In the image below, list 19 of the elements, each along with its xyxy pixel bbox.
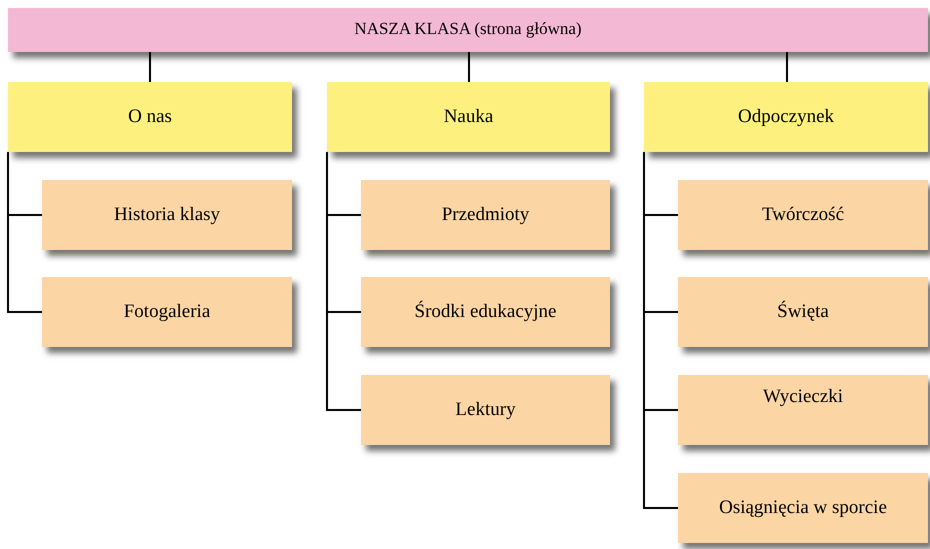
page-box: Święta (678, 277, 928, 347)
category-box: O nas (8, 82, 292, 152)
page-box: Twórczość (678, 180, 928, 250)
connector-line (149, 52, 151, 82)
connector-line (326, 152, 361, 411)
connector-line (786, 52, 788, 82)
connector-line (468, 52, 470, 82)
page-box: Wycieczki (678, 375, 928, 445)
page-box: Środki edukacyjne (361, 277, 610, 347)
page-box: Przedmioty (361, 180, 610, 250)
page-box: Historia klasy (42, 180, 292, 250)
connector-line (7, 152, 42, 313)
category-box: Nauka (327, 82, 610, 152)
page-box: Fotogaleria (42, 277, 292, 347)
page-box: Osiągnięcia w sporcie (678, 473, 928, 543)
connector-line (643, 152, 678, 509)
category-box: Odpoczynek (644, 82, 928, 152)
page-box: Lektury (361, 375, 610, 445)
title-bar: NASZA KLASA (strona główna) (8, 8, 928, 52)
